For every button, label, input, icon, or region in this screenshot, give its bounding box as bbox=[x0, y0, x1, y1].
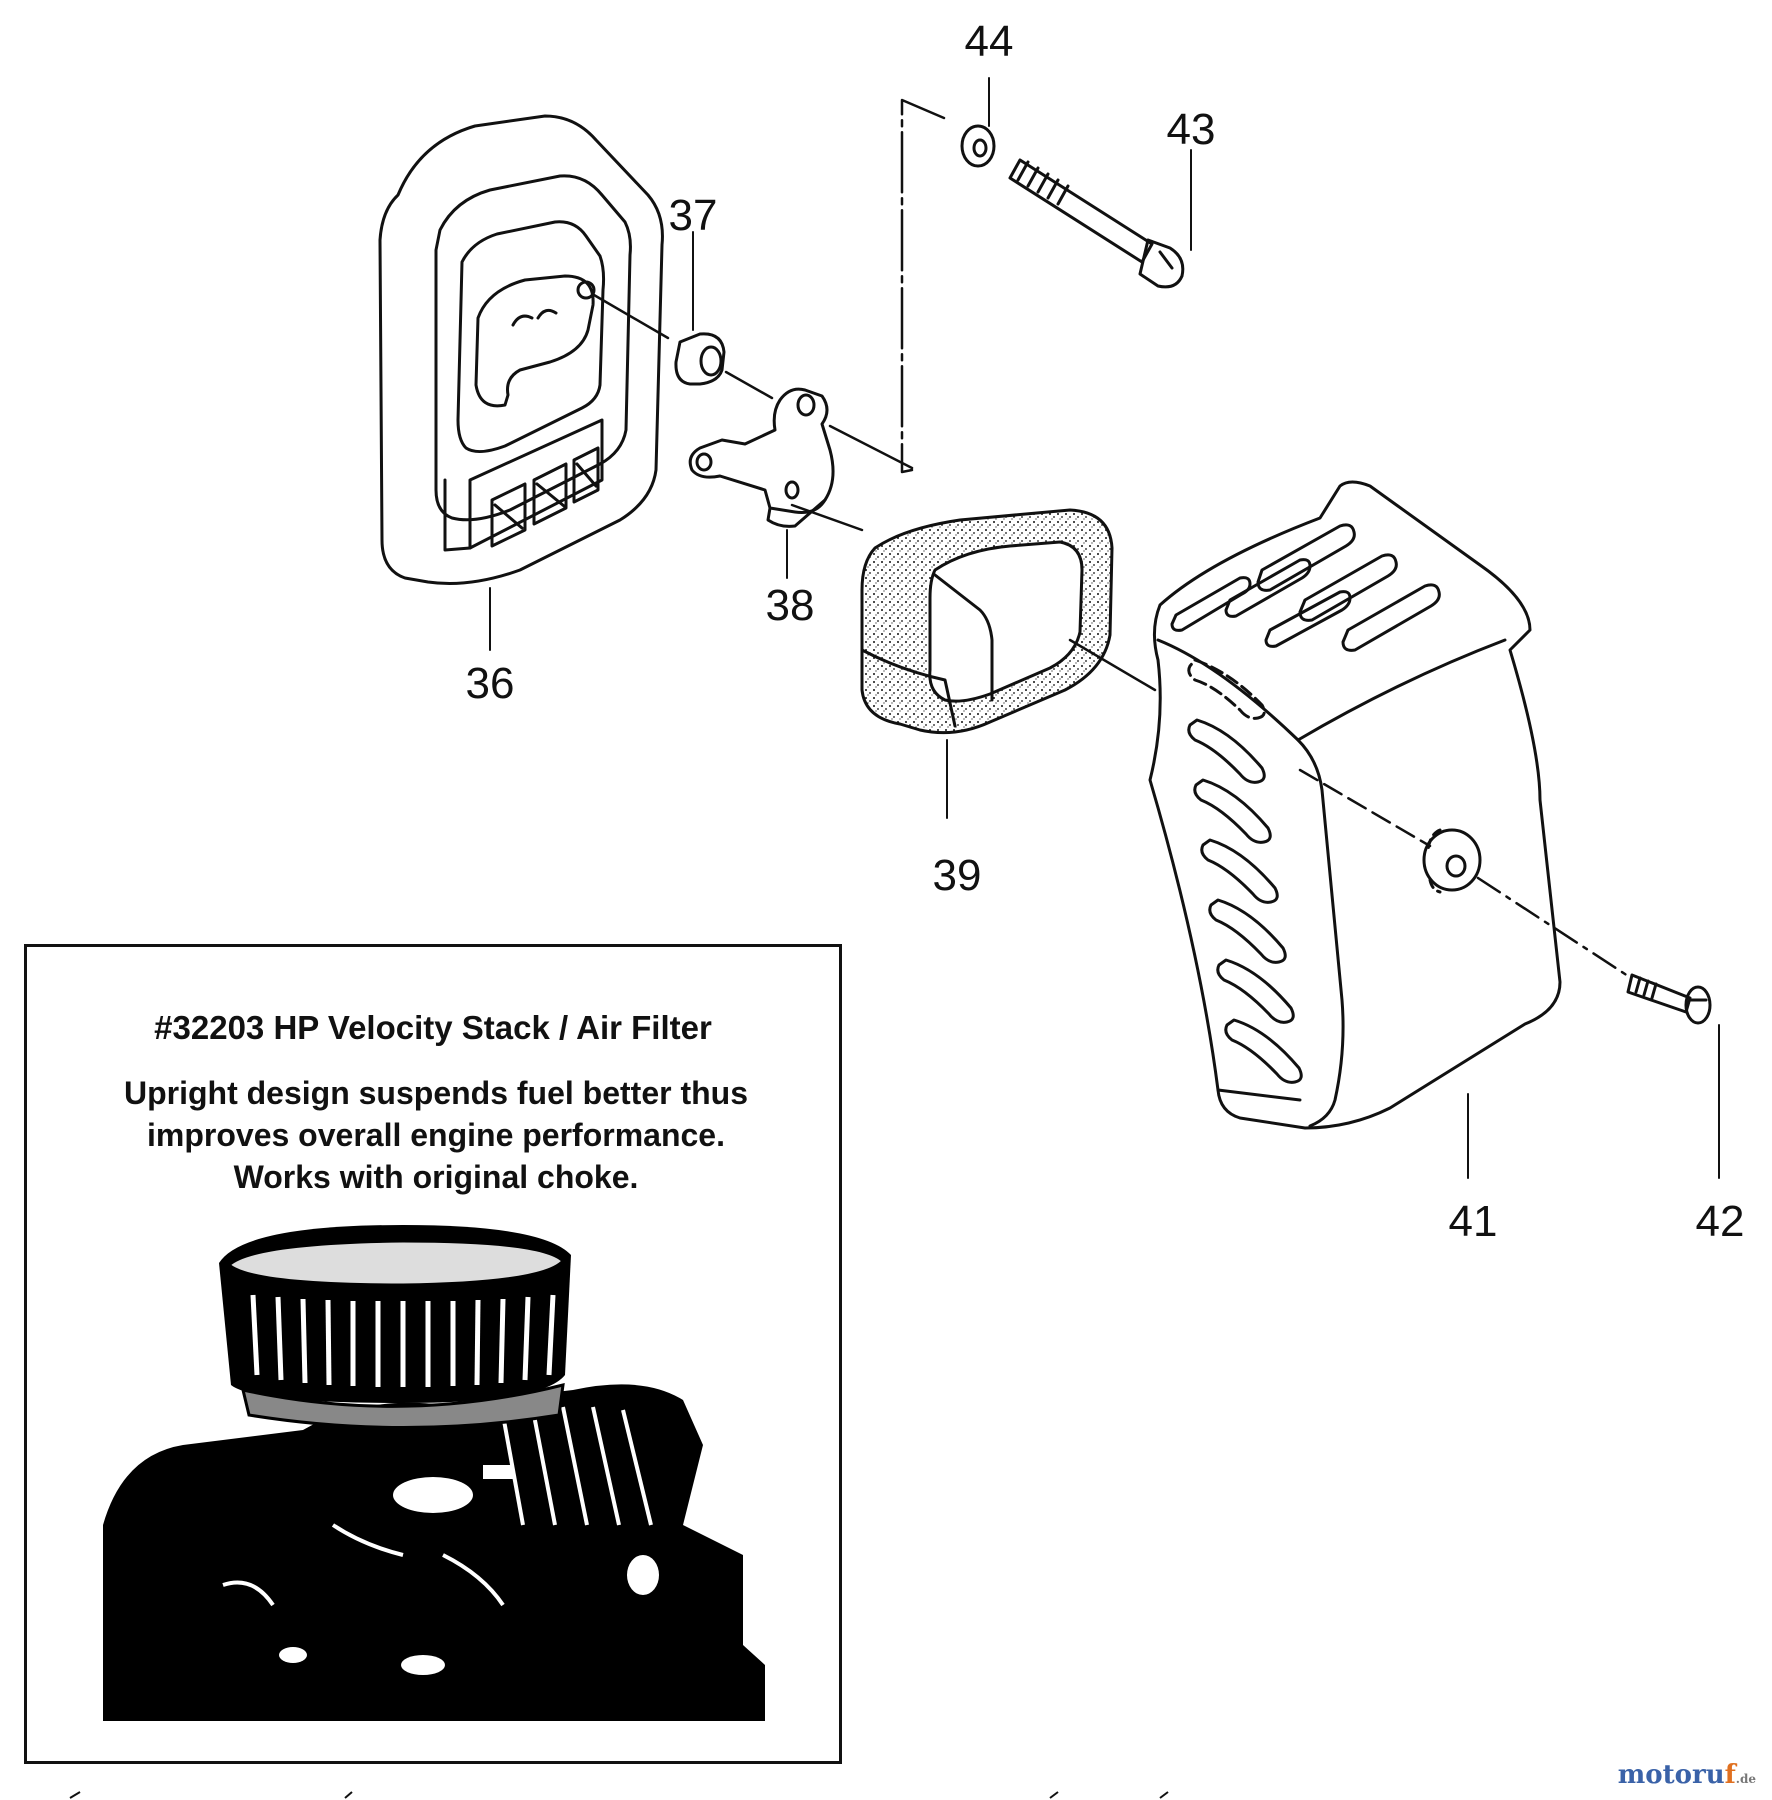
choke-plate-part bbox=[688, 387, 835, 528]
air-cleaner-cover-part bbox=[1148, 480, 1562, 1130]
callout-42: 42 bbox=[1696, 1197, 1745, 1246]
watermark-brand: motoru bbox=[1617, 1760, 1725, 1790]
promo-title: #32203 HP Velocity Stack / Air Filter bbox=[154, 1009, 712, 1046]
promo-description-line: Upright design suspends fuel better thus bbox=[123, 1075, 749, 1111]
watermark-suffix: .de bbox=[1735, 1772, 1756, 1786]
callout-44: 44 bbox=[965, 17, 1014, 66]
leader-lines bbox=[489, 77, 1720, 1179]
promo-description-line: Works with original choke. bbox=[233, 1159, 639, 1195]
spacer-collar-part bbox=[674, 332, 726, 386]
washer-part bbox=[960, 124, 996, 168]
callout-37: 37 bbox=[669, 191, 718, 240]
promo-box: #32203 HP Velocity Stack / Air Filter Up… bbox=[24, 944, 842, 1764]
bolt-part bbox=[1008, 158, 1185, 289]
velocity-stack-photo bbox=[103, 1225, 765, 1721]
callout-43: 43 bbox=[1167, 105, 1216, 154]
callout-38: 38 bbox=[766, 581, 815, 630]
callouts: 44 43 37 36 38 39 41 42 bbox=[466, 17, 1745, 1246]
foam-element-part bbox=[860, 508, 1114, 735]
promo-description: Upright design suspends fuel better thus… bbox=[67, 1072, 805, 1198]
callout-41: 41 bbox=[1449, 1197, 1498, 1246]
promo-description-line: improves overall engine performance. bbox=[147, 1117, 725, 1153]
callout-39: 39 bbox=[933, 851, 982, 900]
assembly-lines bbox=[592, 98, 1630, 978]
watermark-brand-accent: f bbox=[1724, 1760, 1736, 1790]
air-cleaner-base-part bbox=[378, 114, 664, 585]
bottom-edge-marks bbox=[69, 1791, 1169, 1799]
cover-screw-part bbox=[1626, 973, 1712, 1025]
callout-36: 36 bbox=[466, 659, 515, 708]
watermark: motoruf.de bbox=[1618, 1760, 1756, 1790]
